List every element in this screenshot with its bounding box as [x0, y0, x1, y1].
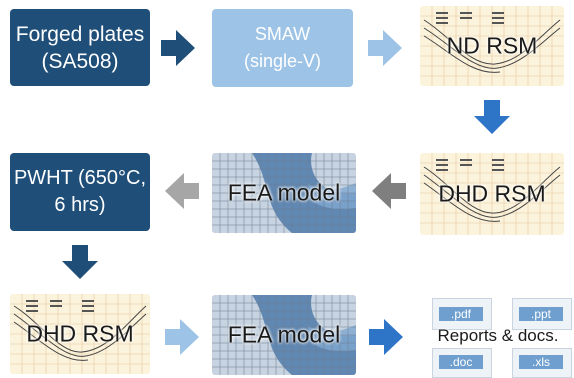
fea-model-thumbnail-2: FEA model — [212, 295, 356, 375]
fea-model-thumbnail: FEA model — [212, 153, 356, 233]
rsm-chart-graphic — [10, 294, 150, 374]
arrow-right-icon — [161, 30, 195, 66]
dhd-rsm-chart-thumbnail-2: DHD RSM — [10, 294, 150, 374]
dhd-rsm-label-2: DHD RSM — [26, 320, 134, 347]
dhd-rsm-label: DHD RSM — [438, 180, 546, 207]
xls-file-icon: .xls — [512, 348, 572, 378]
arrow-left-icon — [372, 173, 406, 209]
arrow-right-icon — [165, 319, 199, 355]
pdf-label: .pdf — [439, 307, 483, 321]
fea-model-label: FEA model — [227, 179, 341, 206]
pdf-file-icon: .pdf — [432, 298, 492, 330]
arrow-down-icon — [474, 100, 510, 134]
nd-rsm-label: ND RSM — [446, 32, 538, 59]
smaw-box: SMAW (single-V) — [212, 9, 353, 87]
doc-label: .doc — [439, 355, 483, 369]
arrow-down-icon — [62, 245, 98, 279]
pwht-box: PWHT (650°C, 6 hrs) — [10, 153, 150, 231]
fea-mesh-graphic — [212, 153, 356, 233]
arrow-left-icon — [165, 173, 199, 209]
fea-model-label-2: FEA model — [227, 321, 341, 348]
dhd-rsm-chart-thumbnail: DHD RSM — [420, 153, 564, 235]
reports-docs-group: .pdf .ppt .doc .xls Reports & docs. — [424, 296, 572, 378]
forged-plates-box: Forged plates (SA508) — [10, 9, 150, 86]
xls-label: .xls — [519, 355, 563, 369]
rsm-chart-graphic — [420, 6, 564, 86]
nd-rsm-chart-thumbnail: ND RSM — [420, 6, 564, 86]
ppt-label: .ppt — [519, 307, 563, 321]
arrow-right-icon — [368, 30, 402, 66]
ppt-file-icon: .ppt — [512, 298, 572, 330]
arrow-right-icon — [369, 319, 403, 355]
fea-mesh-graphic — [212, 295, 356, 375]
doc-file-icon: .doc — [432, 348, 492, 378]
rsm-chart-graphic — [420, 153, 564, 235]
reports-docs-label: Reports & docs. — [437, 326, 559, 345]
